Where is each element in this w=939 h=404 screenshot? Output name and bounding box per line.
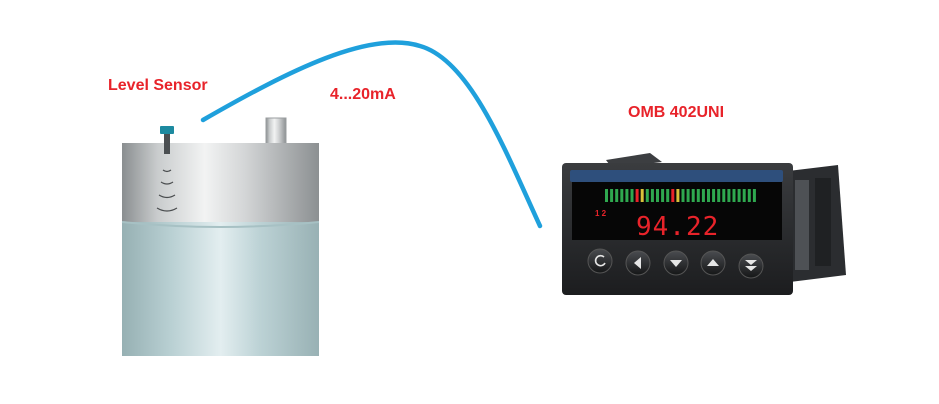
left-button[interactable] [625, 250, 651, 276]
bargraph-segment [717, 189, 721, 202]
bargraph-segment [681, 189, 685, 202]
signal-label: 4...20mA [330, 86, 396, 103]
meter-top-strip [570, 170, 783, 182]
bargraph-segment [605, 189, 608, 202]
tank-nozzle [265, 117, 287, 147]
bargraph-segment [712, 189, 716, 202]
tank-liquid [122, 222, 319, 356]
bargraph-segment [661, 189, 665, 202]
sensor-head [160, 126, 174, 134]
bargraph-segment [650, 189, 654, 202]
bargraph [605, 189, 756, 202]
channel-indicator: 1 2 [595, 209, 607, 218]
bargraph-segment [615, 189, 619, 202]
bargraph-segment [610, 189, 614, 202]
meter-side-clip [815, 178, 831, 266]
bargraph-segment [732, 189, 736, 202]
bargraph-segment [696, 189, 700, 202]
device-label: OMB 402UNI [628, 104, 725, 121]
bargraph-segment [752, 189, 756, 202]
bargraph-segment [727, 189, 731, 202]
sensor-body [164, 134, 170, 154]
panel-meter: 1 2 94.22 [562, 153, 846, 295]
sound-waves-icon [156, 169, 178, 212]
bargraph-segment [620, 189, 624, 202]
bargraph-segment [691, 189, 695, 202]
bargraph-segment [737, 189, 741, 202]
liquid-surface [121, 221, 320, 228]
tank [121, 117, 320, 356]
level-sensor-label: Level Sensor [108, 77, 208, 94]
double-arrow-down-icon [745, 260, 757, 271]
meter-side-rib [795, 180, 809, 270]
bargraph-segment [656, 189, 659, 202]
down-button[interactable] [663, 250, 689, 276]
bargraph-segment [676, 189, 680, 202]
bargraph-segment [630, 189, 634, 202]
enter-button[interactable] [587, 248, 613, 274]
bargraph-segment [645, 189, 649, 202]
tank-upper-wall [122, 143, 319, 231]
bargraph-segment [722, 189, 726, 202]
double-down-button[interactable] [738, 253, 764, 279]
arrow-down-icon [670, 260, 682, 267]
bargraph-segment [635, 189, 639, 202]
bargraph-segment [671, 189, 675, 202]
bargraph-segment [747, 189, 751, 202]
arrow-left-icon [634, 257, 641, 269]
level-sensor [156, 126, 178, 212]
bargraph-segment [707, 189, 710, 202]
bargraph-segment [625, 189, 629, 202]
display-reading: 94.22 [636, 212, 719, 242]
enter-icon [594, 254, 606, 267]
bargraph-segment [666, 189, 670, 202]
bargraph-segment [742, 189, 746, 202]
bargraph-segment [701, 189, 705, 202]
arrow-up-icon [707, 259, 719, 266]
up-button[interactable] [700, 250, 726, 276]
signal-cable [200, 40, 543, 229]
bargraph-segment [640, 189, 644, 202]
bargraph-segment [686, 189, 690, 202]
